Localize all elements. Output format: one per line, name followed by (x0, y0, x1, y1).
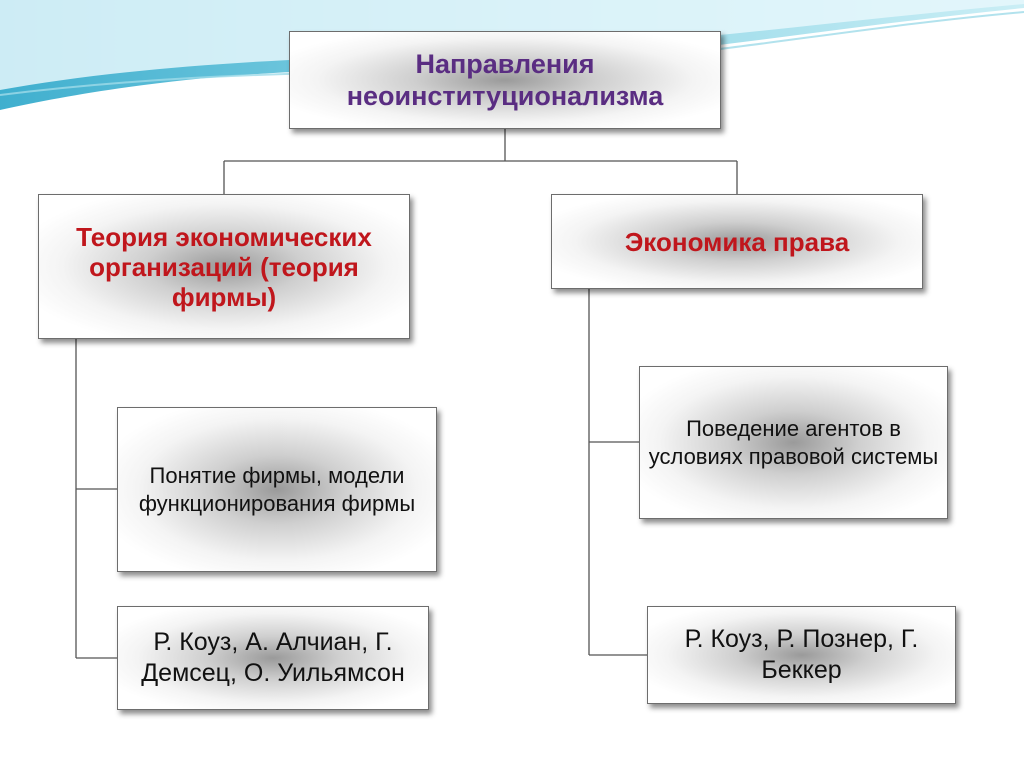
leaf-node-agent-behavior: Поведение агентов в условиях правовой си… (639, 366, 948, 519)
branch-node-label: Экономика права (624, 226, 850, 257)
root-node: Направления неоинституционализма (289, 31, 721, 129)
leaf-node-label: Р. Коуз, А. Алчиан, Г. Демсец, О. Уильям… (141, 628, 405, 687)
leaf-node-firm-concept: Понятие фирмы, модели функционирования ф… (117, 407, 437, 572)
leaf-node-label: Понятие фирмы, модели функционирования ф… (138, 462, 416, 516)
branch-node-law-economics: Экономика права (551, 194, 923, 289)
branch-node-firm-theory: Теория экономических организаций (теория… (38, 194, 410, 339)
leaf-node-firm-authors: Р. Коуз, А. Алчиан, Г. Демсец, О. Уильям… (117, 606, 429, 710)
root-node-label: Направления неоинституционализма (346, 49, 664, 111)
leaf-node-label: Поведение агентов в условиях правовой си… (648, 415, 939, 469)
leaf-node-label: Р. Коуз, Р. Познер, Г. Беккер (684, 625, 919, 684)
branch-node-label: Теория экономических организаций (теория… (76, 221, 372, 312)
leaf-node-law-authors: Р. Коуз, Р. Познер, Г. Беккер (647, 606, 956, 704)
